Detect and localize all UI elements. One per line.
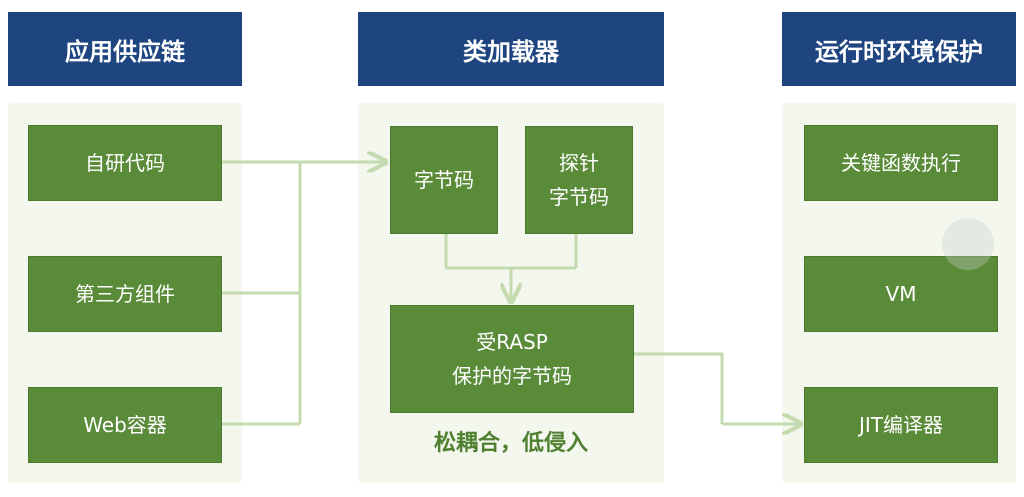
- box-jit-compiler: JIT编译器: [804, 387, 998, 463]
- caption-loose-coupling: 松耦合，低侵入: [433, 431, 588, 456]
- box-key-function-execution: 关键函数执行: [804, 125, 998, 201]
- header-class-loader: 类加载器: [358, 12, 664, 86]
- header-runtime-protection: 运行时环境保护: [782, 12, 1016, 86]
- box-third-party-components: 第三方组件: [28, 256, 222, 332]
- background-blob: [942, 218, 994, 270]
- header-supply-chain: 应用供应链: [8, 12, 242, 86]
- box-bytecode: 字节码: [390, 126, 498, 234]
- box-probe-bytecode: 探针 字节码: [525, 126, 633, 234]
- box-self-developed-code: 自研代码: [28, 125, 222, 201]
- box-rasp-protected-bytecode: 受RASP 保护的字节码: [390, 305, 634, 413]
- box-vm: VM: [804, 256, 998, 332]
- box-web-container: Web容器: [28, 387, 222, 463]
